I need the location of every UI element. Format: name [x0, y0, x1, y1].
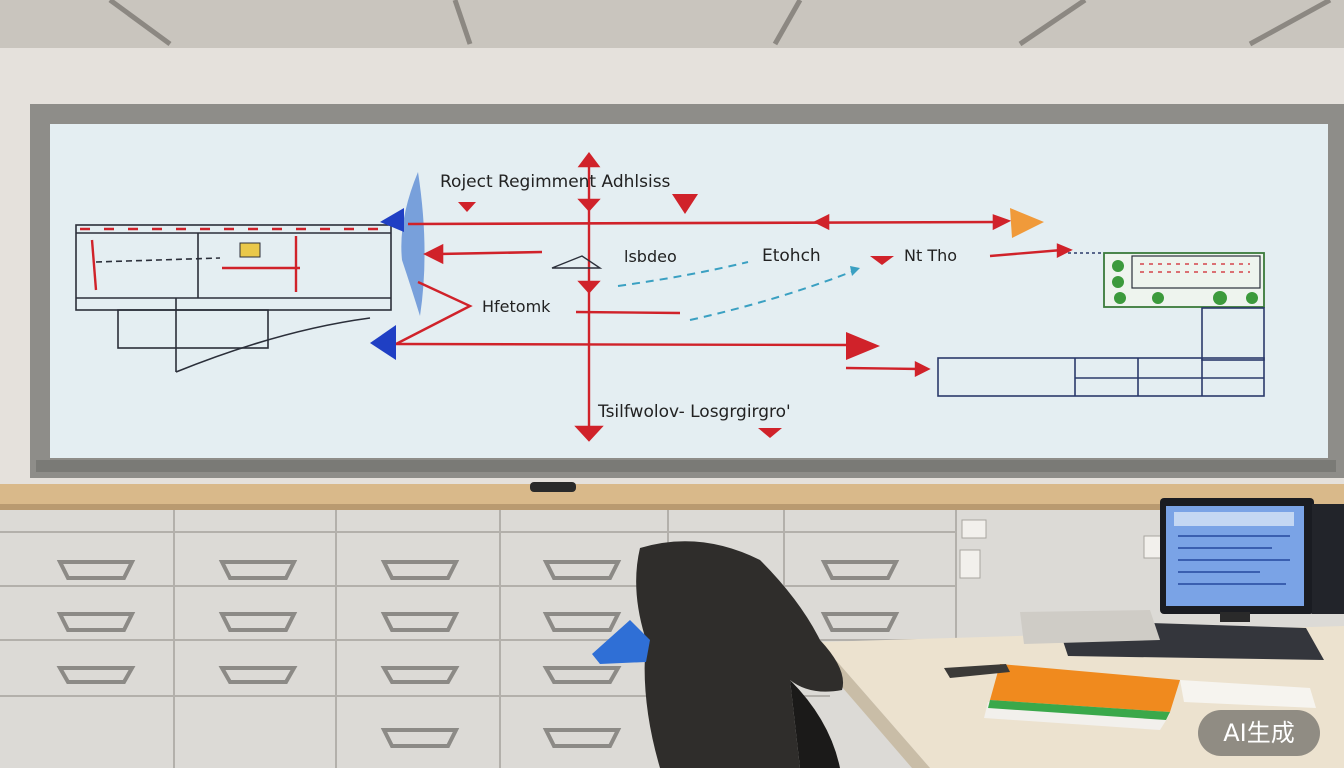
left-diagram	[75, 224, 392, 373]
blue-bag	[592, 620, 650, 664]
whiteboard-label-fetomk: Hfetomk	[482, 297, 551, 316]
zigzag-arrow	[395, 280, 853, 347]
green-stripe	[988, 700, 1170, 720]
left-diagram-red-marks	[80, 227, 388, 292]
red-vertical-axis	[574, 152, 604, 442]
wall-outlets	[959, 519, 1163, 579]
whiteboard-tray	[36, 460, 1336, 472]
whiteboard-label-video: lsbdeo	[624, 247, 677, 266]
ceiling	[0, 0, 1344, 48]
red-arrowhead-large	[846, 332, 880, 360]
orange-arrowhead	[1010, 208, 1044, 238]
top-red-arrow	[407, 213, 1012, 231]
chair-jacket	[636, 541, 844, 768]
whiteboard-label-bottom: Tsilfwolov- Losgrgirgro'	[598, 402, 791, 422]
blue-swoosh	[401, 172, 425, 316]
sticky-note	[239, 242, 261, 258]
ceiling-fixtures	[108, 0, 1332, 47]
ai-watermark: AI生成	[1198, 710, 1320, 756]
pen	[944, 664, 1010, 678]
left-red-arrow	[423, 243, 543, 265]
dashed-teal-arrows	[617, 261, 857, 321]
red-down-markers	[458, 194, 894, 438]
whiteboard-label-etohch: Etohch	[762, 246, 821, 266]
blue-arrowhead	[370, 325, 396, 360]
small-right-red-arrows	[575, 243, 1073, 377]
blue-triangle-top	[380, 208, 404, 232]
monitor	[1160, 498, 1344, 622]
papers	[1180, 680, 1316, 708]
orange-book	[990, 664, 1180, 712]
whiteboard-label-tho: Nt Tho	[904, 246, 958, 265]
whiteboard-title: Roject Regimment Adhlsiss	[440, 172, 671, 192]
remote-control	[530, 482, 576, 492]
counter-edge	[0, 504, 1344, 510]
drawer-handles	[56, 560, 900, 748]
right-table	[937, 252, 1265, 397]
teal-arrowhead	[850, 266, 860, 276]
chair-back	[790, 680, 840, 768]
right-mini-screen	[1103, 252, 1265, 308]
small-sketch-arrow	[551, 255, 603, 269]
desk-device	[1020, 610, 1160, 644]
